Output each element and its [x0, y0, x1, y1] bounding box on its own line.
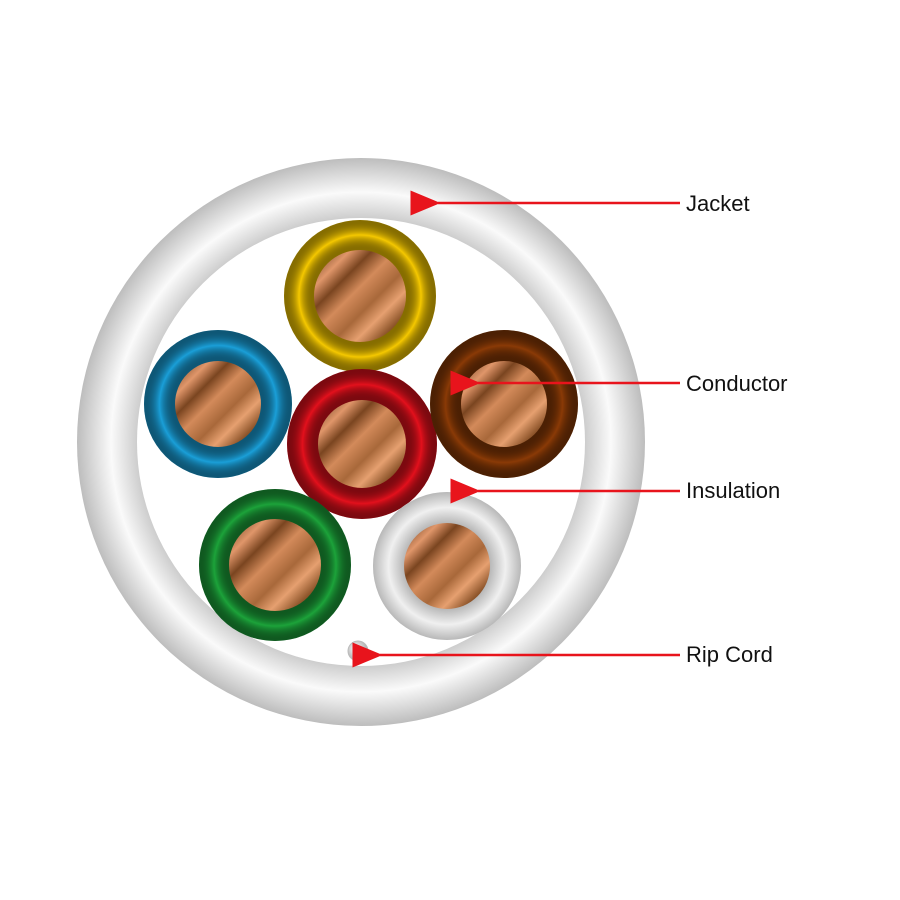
insulation-label: Insulation: [686, 478, 781, 503]
wire-white: [373, 492, 521, 640]
wire-red: [287, 369, 437, 519]
rip-cord-label: Rip Cord: [686, 642, 773, 667]
wires-group: [144, 220, 578, 641]
rip-cord: [347, 640, 369, 662]
copper-conductor: [175, 361, 261, 447]
wire-yellow: [284, 220, 436, 372]
copper-conductor: [461, 361, 547, 447]
copper-conductor: [318, 400, 406, 488]
wire-brown: [430, 330, 578, 478]
copper-conductor: [314, 250, 406, 342]
wire-blue: [144, 330, 292, 478]
conductor-label: Conductor: [686, 371, 788, 396]
copper-conductor: [404, 523, 490, 609]
wire-green: [199, 489, 351, 641]
copper-conductor: [229, 519, 321, 611]
jacket-label: Jacket: [686, 191, 750, 216]
